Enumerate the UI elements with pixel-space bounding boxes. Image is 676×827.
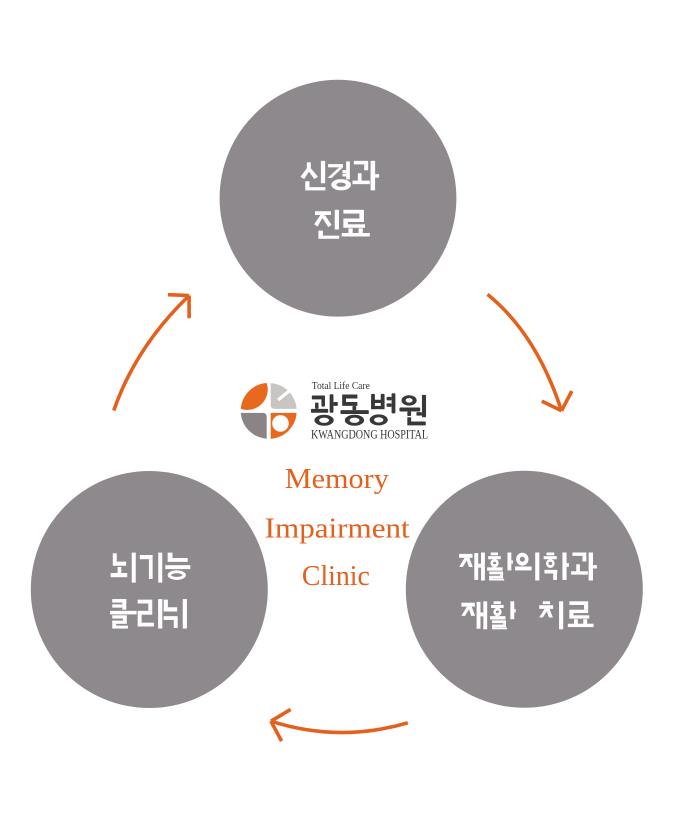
svg-text:KWANGDONG HOSPITAL: KWANGDONG HOSPITAL bbox=[311, 426, 428, 441]
svg-text:Impairment: Impairment bbox=[265, 514, 410, 545]
svg-text:Clinic: Clinic bbox=[302, 561, 370, 592]
svg-text:Memory: Memory bbox=[285, 464, 390, 495]
svg-text:Total Life Care: Total Life Care bbox=[312, 381, 370, 392]
